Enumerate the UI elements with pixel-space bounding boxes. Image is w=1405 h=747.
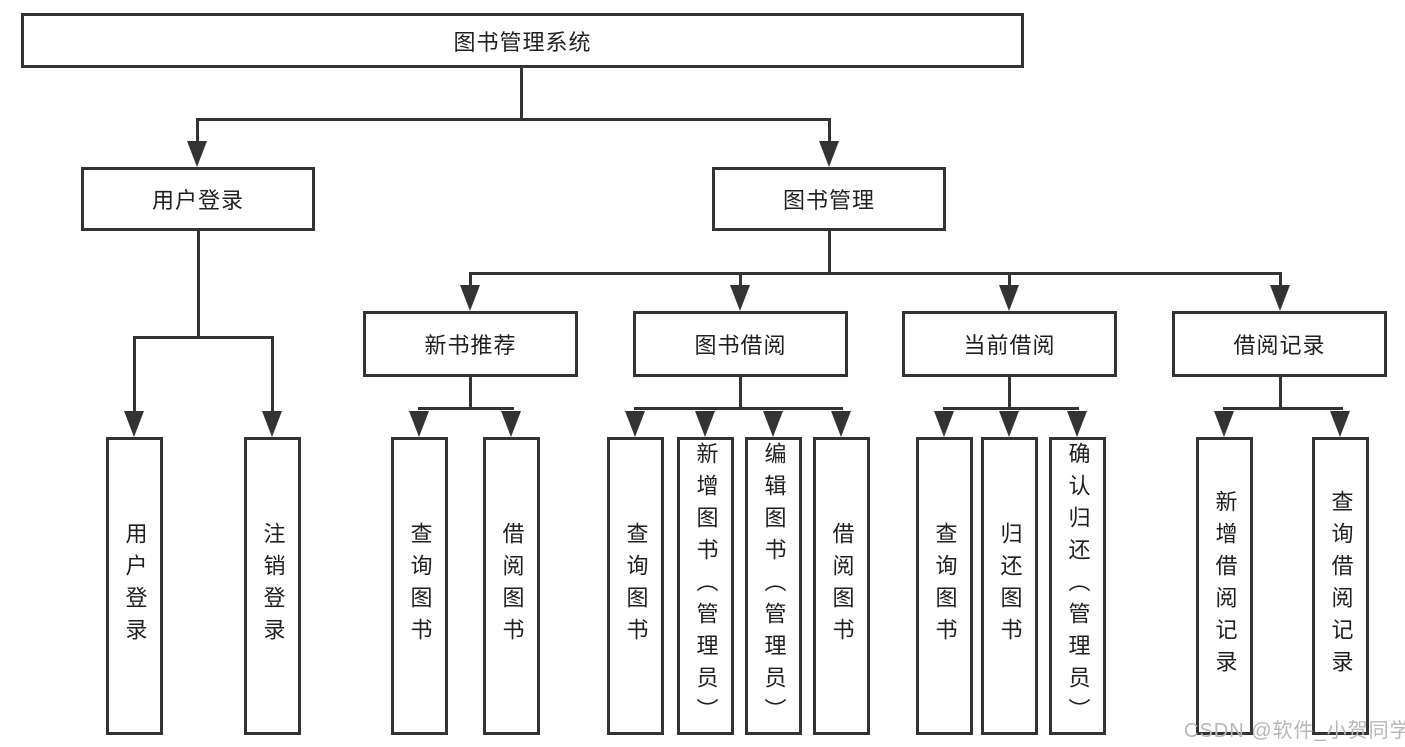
- arrowhead-down-icon: [695, 411, 715, 437]
- leaf-cb-return-book: 归还图书: [981, 437, 1038, 735]
- arrowhead-down-icon: [187, 141, 207, 167]
- connector-to-current-borrow: [1008, 272, 1011, 288]
- arrowhead-down-icon: [409, 411, 429, 437]
- connector-new-book-rec-stem: [469, 377, 472, 407]
- connector-current-borrow-crossbar: [943, 407, 1079, 410]
- arrowhead-down-icon: [819, 141, 839, 167]
- leaf-logout: 注销登录: [244, 437, 301, 735]
- connector-book-management-stem: [828, 231, 831, 272]
- node-user-login-label: 用户登录: [151, 188, 244, 213]
- arrowhead-down-icon: [262, 411, 282, 437]
- connector-borrow-record-stem: [1279, 377, 1282, 407]
- connector-user-login-crossbar: [133, 336, 274, 339]
- arrowhead-down-icon: [124, 411, 144, 437]
- connector-root-to-user-login: [196, 118, 199, 144]
- node-book-management: 图书管理: [712, 167, 946, 231]
- leaf-br-query-record-label: 查询借阅记录: [1328, 490, 1354, 682]
- connector-root-to-book-management: [828, 118, 831, 144]
- leaf-bb-query-book-label: 查询图书: [623, 522, 649, 650]
- connector-new-book-rec-crossbar: [418, 407, 514, 410]
- arrowhead-down-icon: [1270, 285, 1290, 311]
- leaf-logout-label: 注销登录: [260, 522, 286, 650]
- arrowhead-down-icon: [625, 411, 645, 437]
- connector-book-borrow-crossbar: [634, 407, 843, 410]
- leaf-rec-query-book-label: 查询图书: [407, 522, 433, 650]
- arrowhead-down-icon: [501, 411, 521, 437]
- leaf-bb-borrow-book-label: 借阅图书: [829, 522, 855, 650]
- arrowhead-down-icon: [763, 411, 783, 437]
- arrowhead-down-icon: [831, 411, 851, 437]
- connector-borrow-record-crossbar: [1223, 407, 1343, 410]
- arrowhead-down-icon: [1214, 411, 1234, 437]
- leaf-rec-borrow-book-label: 借阅图书: [499, 522, 525, 650]
- node-book-management-label: 图书管理: [782, 188, 875, 213]
- node-new-book-rec-label: 新书推荐: [424, 333, 517, 358]
- arrowhead-down-icon: [460, 285, 480, 311]
- leaf-user-login-label: 用户登录: [122, 522, 148, 650]
- arrowhead-down-icon: [730, 285, 750, 311]
- node-root-label: 图书管理系统: [453, 29, 592, 55]
- arrowhead-down-icon: [1330, 411, 1350, 437]
- connector-book-borrow-stem: [739, 377, 742, 407]
- leaf-bb-edit-book: 编辑图书（管理员）: [745, 437, 802, 735]
- connector-to-new-book-rec: [469, 272, 472, 288]
- node-book-borrow: 图书借阅: [633, 311, 848, 377]
- arrowhead-down-icon: [999, 285, 1019, 311]
- node-current-borrow: 当前借阅: [902, 311, 1117, 377]
- connector-current-borrow-stem: [1008, 377, 1011, 407]
- leaf-br-query-record: 查询借阅记录: [1312, 437, 1369, 735]
- node-borrow-record: 借阅记录: [1172, 311, 1387, 377]
- connector-to-leaf-logout: [271, 336, 274, 413]
- connector-to-book-borrow: [739, 272, 742, 288]
- leaf-bb-add-book-label: 新增图书（管理员）: [693, 442, 719, 730]
- connector-root-stem: [520, 68, 523, 118]
- node-current-borrow-label: 当前借阅: [963, 333, 1056, 358]
- leaf-user-login: 用户登录: [106, 437, 163, 735]
- node-root: 图书管理系统: [21, 13, 1024, 68]
- arrowhead-down-icon: [934, 411, 954, 437]
- node-borrow-record-label: 借阅记录: [1233, 333, 1326, 358]
- connector-user-login-stem: [197, 231, 200, 336]
- node-user-login: 用户登录: [81, 167, 315, 231]
- arrowhead-down-icon: [1067, 411, 1087, 437]
- leaf-br-add-record: 新增借阅记录: [1196, 437, 1253, 735]
- leaf-br-add-record-label: 新增借阅记录: [1212, 490, 1238, 682]
- connector-root-crossbar: [196, 118, 831, 121]
- leaf-bb-query-book: 查询图书: [607, 437, 664, 735]
- leaf-cb-confirm-return-label: 确认归还（管理员）: [1065, 442, 1091, 730]
- connector-book-management-crossbar: [469, 272, 1281, 275]
- connector-to-leaf-user-login: [133, 336, 136, 413]
- leaf-cb-query-book: 查询图书: [916, 437, 973, 735]
- leaf-rec-query-book: 查询图书: [391, 437, 448, 735]
- leaf-bb-borrow-book: 借阅图书: [813, 437, 870, 735]
- leaf-bb-add-book: 新增图书（管理员）: [677, 437, 734, 735]
- connector-to-borrow-record: [1279, 272, 1282, 288]
- leaf-cb-return-book-label: 归还图书: [997, 522, 1023, 650]
- leaf-rec-borrow-book: 借阅图书: [483, 437, 540, 735]
- csdn-watermark: CSDN @软件_小贺同学: [1184, 720, 1405, 742]
- node-book-borrow-label: 图书借阅: [694, 333, 787, 358]
- node-new-book-rec: 新书推荐: [363, 311, 578, 377]
- leaf-bb-edit-book-label: 编辑图书（管理员）: [761, 442, 787, 730]
- leaf-cb-query-book-label: 查询图书: [932, 522, 958, 650]
- arrowhead-down-icon: [999, 411, 1019, 437]
- leaf-cb-confirm-return: 确认归还（管理员）: [1049, 437, 1106, 735]
